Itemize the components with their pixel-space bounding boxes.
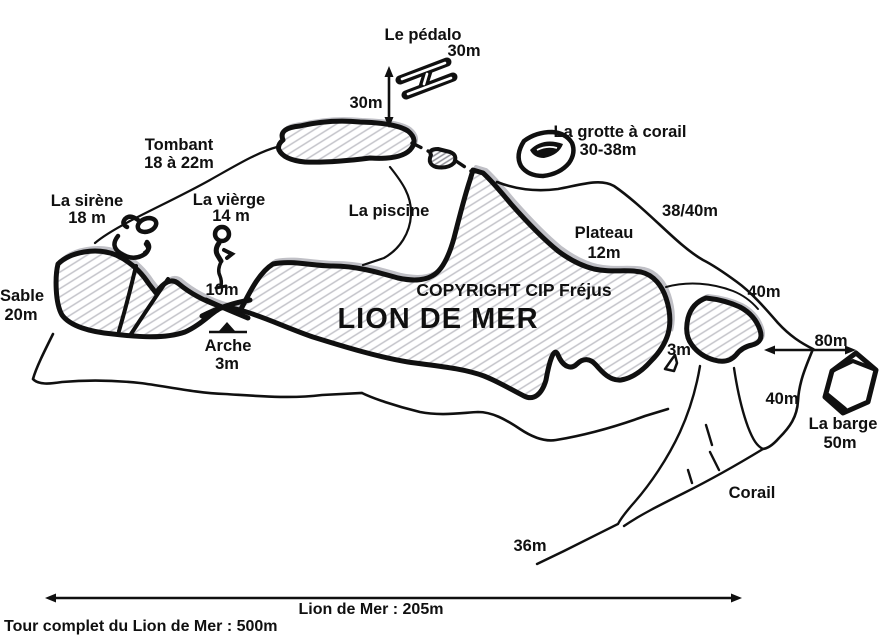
piscine-line <box>361 165 413 267</box>
pictograms <box>112 57 879 416</box>
tombant-label: Tombant <box>145 136 214 154</box>
grotte-depth: 30-38m <box>580 141 637 159</box>
depth-38-40-label: 38/40m <box>662 202 718 220</box>
grotte-label: La grotte à corail <box>554 123 687 141</box>
contour-lines <box>31 141 815 566</box>
plateau-depth: 12m <box>587 244 620 262</box>
island-cracks <box>117 264 170 336</box>
cave-icon <box>516 129 576 179</box>
pedalo-depth: 30m <box>447 42 480 60</box>
pedalo-label: Le pédalo <box>384 26 461 44</box>
tombant-islet-outline <box>276 118 417 165</box>
tombant-depth: 18 à 22m <box>144 154 214 172</box>
arrow-80m <box>764 345 856 355</box>
barge-icon <box>822 350 879 416</box>
scale-length-label: Lion de Mer : 205m <box>299 601 444 618</box>
depth-36-label: 36m <box>513 537 546 555</box>
rock-3m-icon <box>663 353 679 373</box>
rock-depth-label: 3m <box>667 341 691 359</box>
barge-depth: 50m <box>823 434 856 452</box>
island-east-spur <box>665 282 759 310</box>
depth-80-label: 80m <box>814 332 847 350</box>
coral-tail-left <box>535 364 702 566</box>
coral-marks <box>686 423 721 485</box>
barge-label: La barge <box>809 415 878 433</box>
arch-icon <box>209 322 247 334</box>
east-islet-outline <box>684 295 764 364</box>
small-rock-outline <box>427 147 458 170</box>
main-island-outline <box>53 167 673 401</box>
landmasses <box>53 118 764 401</box>
virgin-statue-icon <box>212 224 236 290</box>
northeast-contour <box>495 180 815 451</box>
vierge-label: La vièrge <box>193 191 265 209</box>
mooring-distance-label: 30m <box>349 94 382 112</box>
pedalo-icon <box>395 57 458 100</box>
island-title: LION DE MER <box>337 303 538 335</box>
measure-arrows <box>45 66 856 603</box>
labels: Le pédalo 30m 30m Tombant 18 à 22m La gr… <box>0 26 877 635</box>
arche-label: Arche <box>205 337 252 355</box>
depth-10-label: 10m <box>205 281 238 299</box>
plateau-label: Plateau <box>575 224 634 242</box>
sable-label: Sable <box>0 287 44 305</box>
mermaid-icon <box>112 214 159 260</box>
vierge-depth: 14 m <box>212 207 250 225</box>
mooring-arrow-30m <box>384 66 394 128</box>
sirene-depth: 18 m <box>68 209 106 227</box>
arche-depth: 3m <box>215 355 239 373</box>
depth-40-north-label: 40m <box>747 283 780 301</box>
tombant-line <box>93 145 279 245</box>
scale-arrow-205m <box>45 593 742 603</box>
tour-length-label: Tour complet du Lion de Mer : 500m <box>4 618 278 635</box>
coral-tail-right <box>622 366 766 528</box>
sable-depth: 20m <box>4 306 37 324</box>
copyright-label: COPYRIGHT CIP Fréjus <box>416 280 611 300</box>
corail-label: Corail <box>729 484 776 502</box>
arche-crossing <box>199 297 253 321</box>
south-contour <box>31 332 670 442</box>
piscine-label: La piscine <box>349 202 430 220</box>
sirene-label: La sirène <box>51 192 123 210</box>
dashed-links <box>410 141 473 173</box>
depth-40-south-label: 40m <box>765 390 798 408</box>
